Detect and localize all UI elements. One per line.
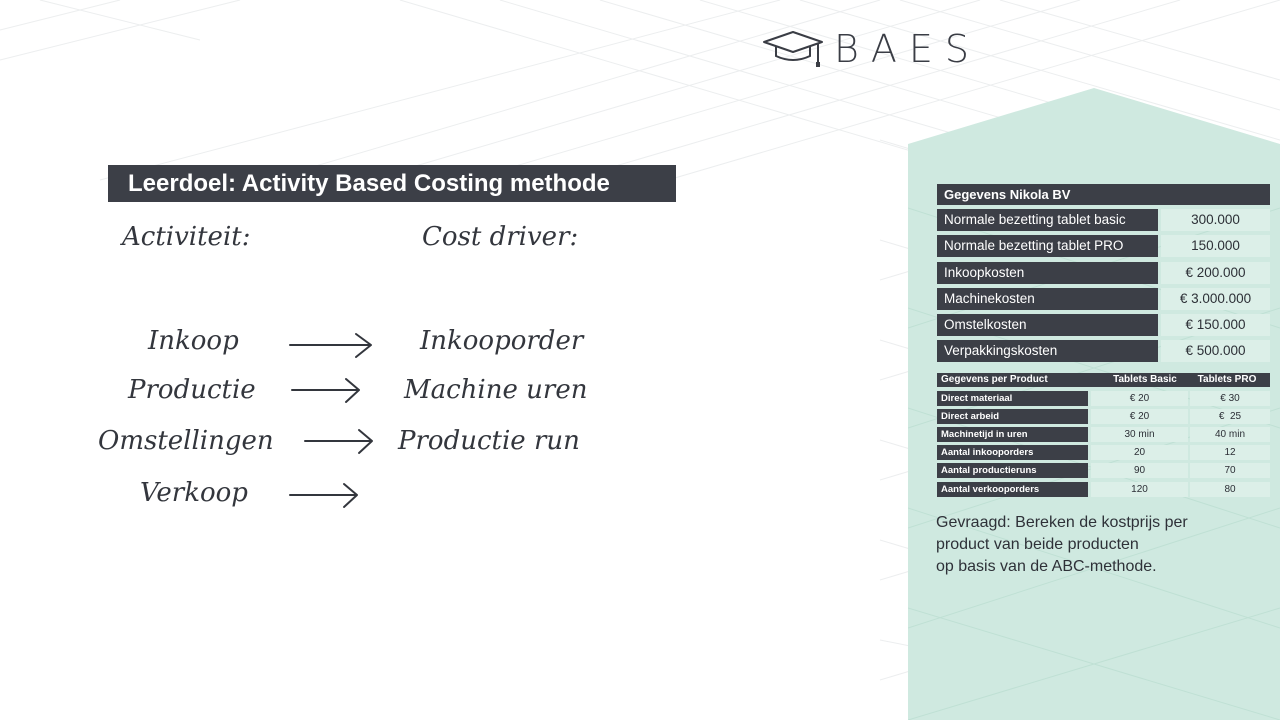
graduation-cap-icon (763, 31, 823, 67)
activity-label: Omstellingen (98, 426, 274, 456)
activity-label: Verkoop (140, 478, 248, 508)
driver-label: Machine uren (404, 375, 588, 405)
table-row: Normale bezetting tablet basic 300.000 (937, 209, 1270, 231)
table-header-row: Gegevens per Product Tablets Basic Table… (937, 373, 1270, 387)
column-header: Tablets PRO (1197, 374, 1257, 385)
activity-label: Inkoop (148, 326, 239, 356)
activity-label: Productie (128, 375, 256, 405)
driver-label: Productie run (398, 426, 580, 456)
table-row: Direct arbeid € 20 € 25 (937, 409, 1270, 424)
driver-label: Inkooporder (420, 326, 584, 356)
brand-logo: BAES (762, 28, 981, 70)
table-row: Direct materiaal € 20 € 30 (937, 391, 1270, 406)
arrow-right-icon (289, 333, 372, 358)
table-row: Aantal productieruns 90 70 (937, 463, 1270, 478)
question-line: Gevraagd: Bereken de kostprijs per (936, 514, 1188, 531)
column-header: Tablets Basic (1113, 374, 1177, 385)
arrow-right-icon (304, 429, 373, 454)
table-row: Normale bezetting tablet PRO 150.000 (937, 235, 1270, 257)
table-row: Aantal verkooporders 120 80 (937, 482, 1270, 497)
driver-header: Cost driver: (422, 222, 579, 252)
table-row: Machinetijd in uren 30 min 40 min (937, 427, 1270, 442)
table-row: Machinekosten € 3.000.000 (937, 288, 1270, 310)
arrow-right-icon (291, 378, 360, 403)
assignment-question: Gevraagd: Bereken de kostprijs per produ… (936, 512, 1256, 578)
table-title: Gegevens Nikola BV (937, 184, 1270, 205)
column-header: Gegevens per Product (941, 374, 1048, 385)
table-row: Verpakkingskosten € 500.000 (937, 340, 1270, 362)
question-line: product van beide producten (936, 536, 1139, 553)
question-line: op basis van de ABC-methode. (936, 558, 1157, 575)
table-row: Inkoopkosten € 200.000 (937, 262, 1270, 284)
activity-header: Activiteit: (122, 222, 251, 252)
arrow-right-icon (289, 483, 358, 508)
table-row: Aantal inkooporders 20 12 (937, 445, 1270, 460)
page-title: Leerdoel: Activity Based Costing methode (108, 165, 676, 202)
table-row: Omstelkosten € 150.000 (937, 314, 1270, 336)
brand-name: BAES (834, 27, 982, 71)
